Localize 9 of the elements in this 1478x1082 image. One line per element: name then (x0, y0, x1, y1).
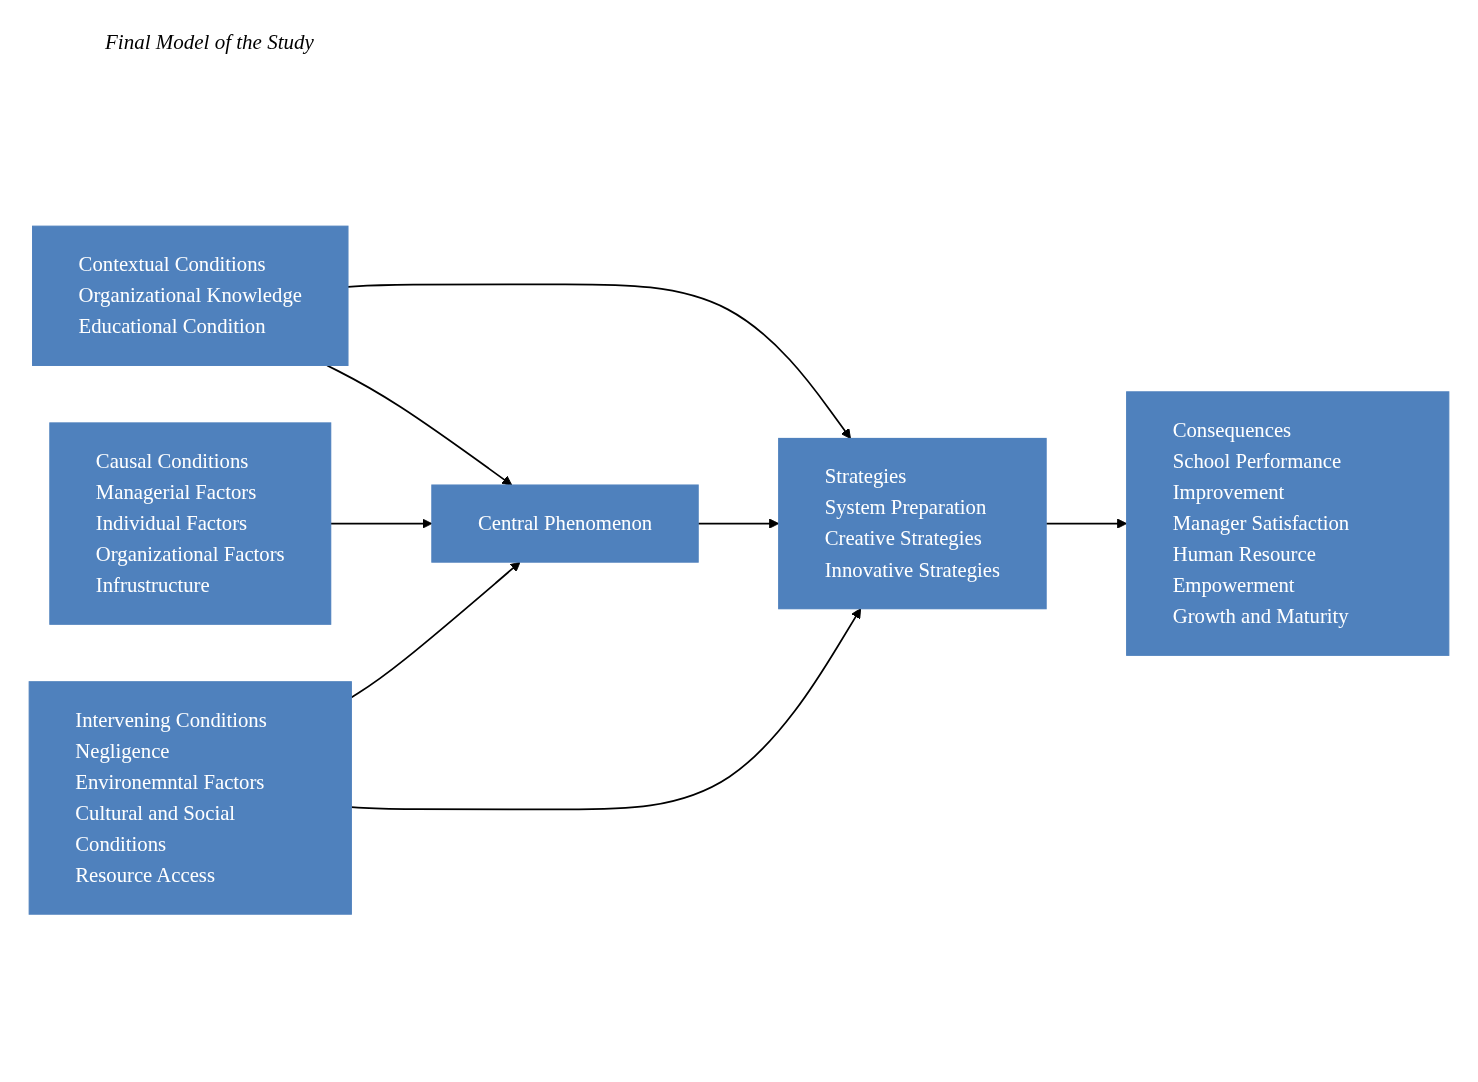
node-box: Causal Conditions Managerial Factors Individual Factors Organizational Factors Infrustructure (49, 422, 332, 625)
arrow (326, 364, 513, 486)
node-box: Consequences School Performance Improvement Manager Satisfaction Human Resource Empowerment Growth and Maturity (1126, 391, 1450, 656)
arrow (347, 283, 851, 439)
node-box: Contextual Conditions Organizational Knowledge Educational Condition (32, 225, 349, 366)
diagram-title: Final Model of the Study (105, 30, 314, 55)
node-box: Strategies System Preparation Creative Strategies Innovative Strategies (778, 437, 1047, 610)
node-box: Central Phenomenon (431, 484, 699, 563)
node-box: Intervening Conditions Negligence Environemntal Factors Cultural and Social Conditions Resource Access (28, 681, 352, 915)
